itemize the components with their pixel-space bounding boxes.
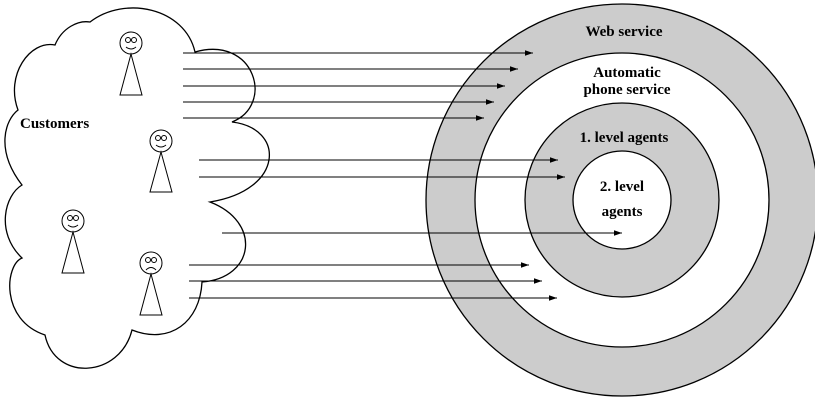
level2-agents-core bbox=[572, 150, 672, 250]
smiling-person-icon bbox=[61, 209, 85, 274]
customer-figure-2 bbox=[149, 129, 173, 193]
unhappy-customer-figure bbox=[139, 251, 163, 316]
level2-agents-label-line1: 2. level bbox=[600, 179, 644, 195]
frowning-person-icon bbox=[139, 251, 163, 316]
customer-figure-1 bbox=[119, 31, 143, 96]
request-arrows bbox=[183, 50, 622, 301]
phone-service-label-line1: Automatic bbox=[593, 65, 661, 81]
level1-agents-label: 1. level agents bbox=[580, 130, 669, 146]
customer-figure-3 bbox=[61, 209, 85, 274]
phone-service-label-line2: phone service bbox=[583, 82, 670, 98]
smiling-person-icon bbox=[149, 129, 173, 193]
customers-cloud bbox=[4, 7, 270, 369]
customers-label: Customers bbox=[20, 116, 89, 132]
service-rings bbox=[425, 3, 815, 397]
web-service-label: Web service bbox=[585, 24, 662, 40]
smiling-person-icon bbox=[119, 31, 143, 96]
level2-agents-label-line2: agents bbox=[602, 204, 643, 220]
